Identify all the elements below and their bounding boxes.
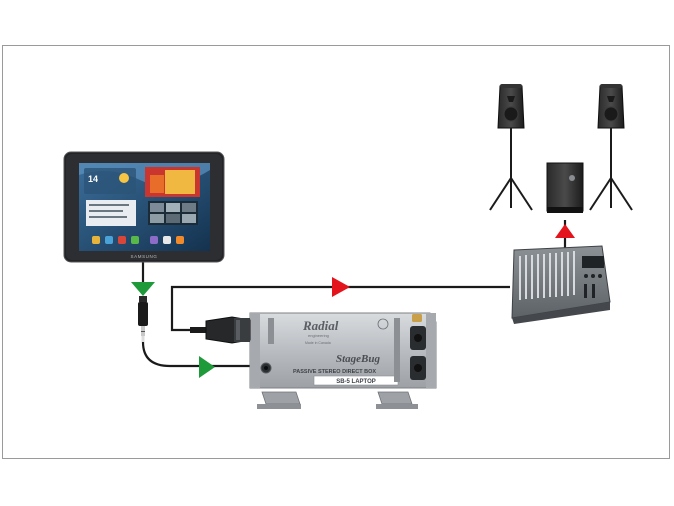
- subwoofer: [546, 162, 584, 213]
- tablet-brand-label: SAMSUNG: [131, 254, 158, 259]
- woofer-icon: [503, 106, 519, 122]
- diagram-frame: [2, 45, 670, 459]
- fader-strip: [543, 254, 545, 298]
- tripod-stand: [489, 128, 533, 211]
- clock-text: 14: [88, 174, 98, 184]
- fader-strip: [555, 253, 557, 297]
- side-label-strip: [268, 318, 274, 344]
- mixer-channel-strips: [519, 251, 575, 300]
- app-dock: [92, 236, 184, 244]
- sub-logo-icon: [569, 175, 575, 181]
- master-fader: [592, 284, 595, 298]
- mixer-knob: [591, 274, 595, 278]
- fader-strip: [561, 252, 563, 296]
- radial-logo-text: Radial: [302, 318, 339, 333]
- mixer: [511, 245, 611, 324]
- stagebug-logo-text: StageBug: [336, 353, 381, 365]
- app-icon: [176, 236, 184, 244]
- fader-strip: [537, 254, 539, 298]
- master-fader: [584, 284, 587, 298]
- model-text: SB-5 LAPTOP: [336, 379, 376, 385]
- direct-box: Radial engineering Made in Canada StageB…: [249, 312, 437, 409]
- minijack-cable: [141, 341, 250, 368]
- made-in-text: Made in Canada: [305, 341, 331, 345]
- sun-icon: [119, 173, 129, 183]
- fader-strip: [531, 255, 533, 299]
- tablet: 14 SAMSUNG: [63, 151, 225, 263]
- app-icon: [150, 236, 158, 244]
- app-icon: [131, 236, 139, 244]
- fader-strip: [567, 252, 569, 296]
- fader-strip: [573, 251, 575, 295]
- email-widget: [86, 200, 136, 226]
- app-icon: [92, 236, 100, 244]
- app-icon: [118, 236, 126, 244]
- radial-engineering-text: engineering: [308, 333, 329, 338]
- app-icon: [163, 236, 171, 244]
- signal-arrow-up-red: [555, 224, 575, 238]
- mixer-knob: [584, 274, 588, 278]
- speaker-left: [489, 84, 533, 211]
- box-description-text: PASSIVE STEREO DIRECT BOX: [293, 369, 376, 375]
- signal-arrow-right-red: [332, 277, 350, 297]
- woofer-icon: [603, 106, 619, 122]
- mixer-knob: [598, 274, 602, 278]
- xlr-plug: [190, 316, 251, 344]
- ground-lift-switch: [412, 314, 422, 322]
- speaker-right: [589, 84, 633, 211]
- signal-arrow-right-green: [199, 356, 215, 378]
- bug-logo-icon: [377, 318, 389, 330]
- fader-strip: [549, 253, 551, 297]
- tripod-stand: [589, 128, 633, 211]
- mixer-display: [582, 256, 604, 268]
- minijack-plug: [138, 296, 148, 342]
- fader-strip: [525, 255, 527, 299]
- signal-arrow-down-green: [131, 282, 155, 296]
- side-label-strip: [394, 318, 400, 382]
- app-icon: [105, 236, 113, 244]
- fader-strip: [519, 256, 521, 300]
